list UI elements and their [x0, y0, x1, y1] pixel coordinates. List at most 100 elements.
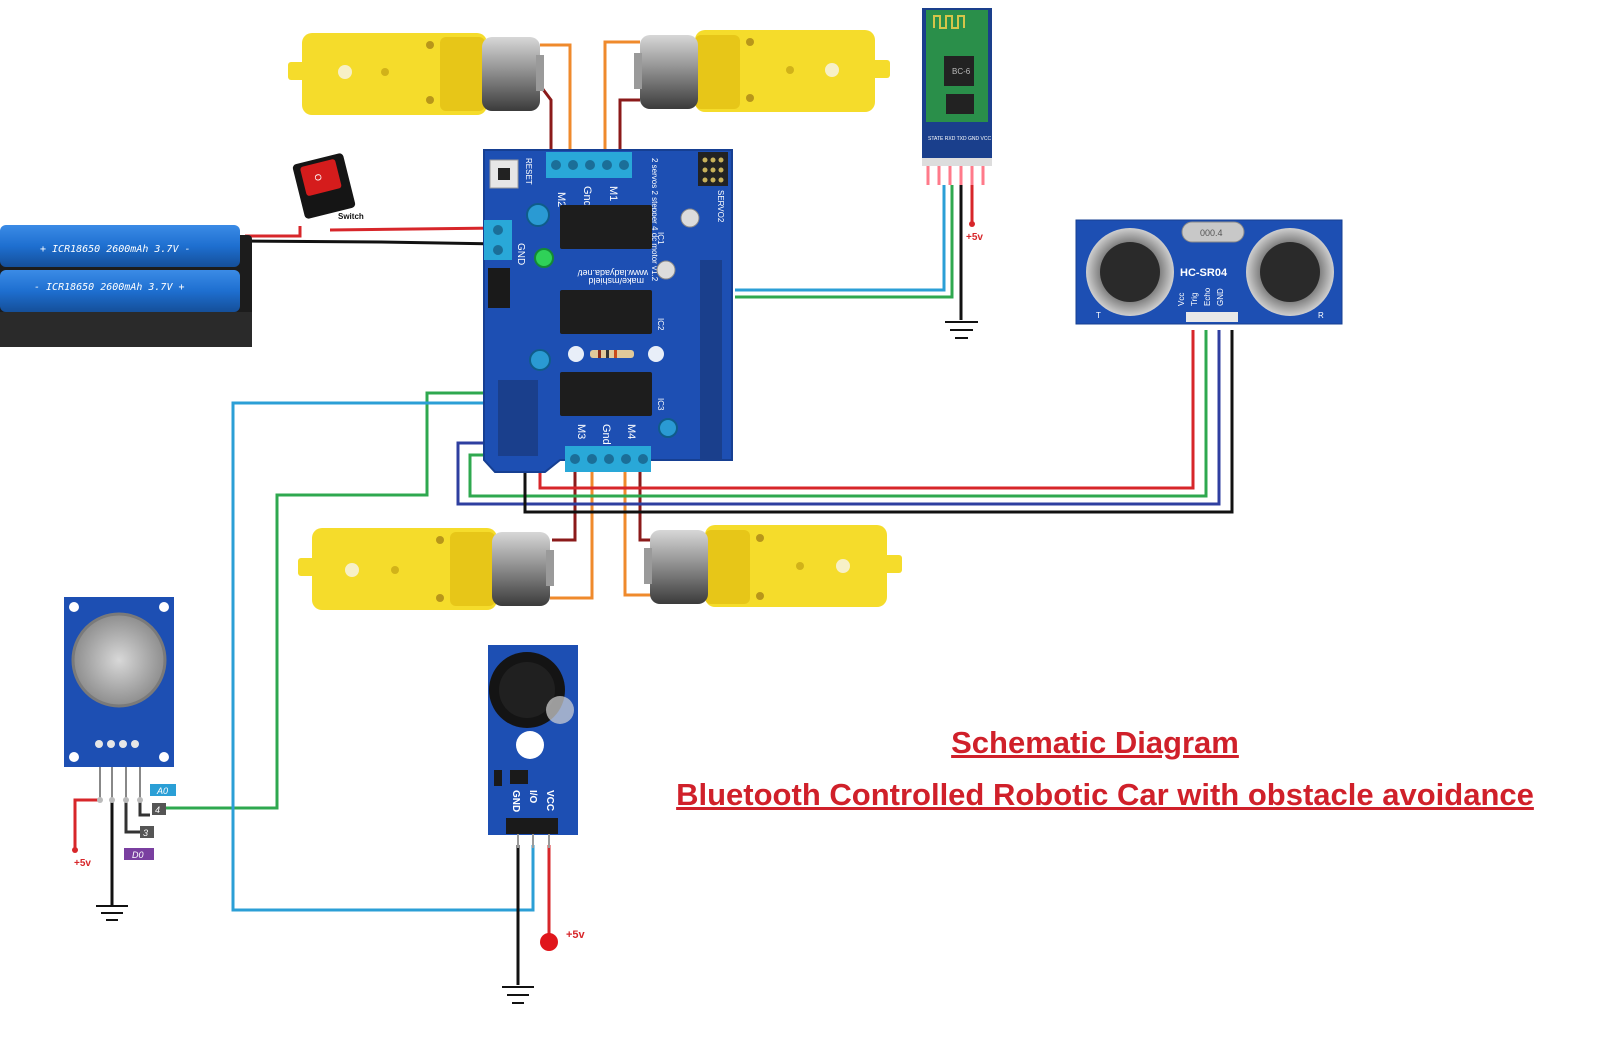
- us-pin-trig: Trig: [1190, 293, 1199, 306]
- switch-label: Switch: [338, 212, 364, 221]
- gas-vcc-label: +5v: [74, 858, 91, 869]
- diagram-title: Schematic Diagram: [951, 725, 1239, 760]
- svg-text:O: O: [313, 173, 324, 182]
- ic-1: [560, 205, 652, 249]
- buzzer-vcc-dot: [540, 933, 558, 951]
- buzzer-pin-gnd: GND: [510, 790, 521, 812]
- gas-pin-4-badge: [152, 803, 166, 815]
- ic3-label: IC3: [656, 398, 665, 411]
- motor-bottom-right: [644, 525, 902, 607]
- diagram-subtitle: Bluetooth Controlled Robotic Car with ob…: [676, 777, 1534, 812]
- header-right: [700, 260, 722, 460]
- terminal-top-m1: M1: [607, 186, 619, 201]
- us-pin-gnd: GND: [1216, 288, 1225, 306]
- servo-label: SERVO2: [716, 190, 725, 223]
- shield-url-2: make/mshield: [588, 276, 644, 286]
- wire-motor-tr-darkred: [618, 98, 640, 160]
- us-crystal-label: 000.4: [1200, 228, 1223, 238]
- power-terminal-label: GND: [515, 243, 526, 265]
- header-left-analog: [498, 380, 538, 456]
- power-led: [534, 248, 554, 268]
- ground-symbol-buzzer: [502, 986, 534, 1004]
- motor-top-right: [634, 30, 890, 112]
- wire-us-trig: [468, 330, 1208, 498]
- ic-3: [560, 372, 652, 416]
- us-model-label: HC-SR04: [1180, 267, 1228, 279]
- bt-pins-label: STATE RXD TXD GND VCC EN: [928, 136, 1000, 142]
- ground-symbol-bt: [945, 321, 978, 339]
- gas-vcc-dot: [72, 847, 78, 853]
- wire-us-echo: [456, 330, 1221, 506]
- ultrasonic-sensor: 000.4 HC-SR04 Vcc Trig Echo GND T R: [1075, 219, 1343, 325]
- wire-bt-cyan: [735, 185, 946, 292]
- motor-top-left: [288, 33, 544, 115]
- battery-label-bottom: - ICR18650 2600mAh 3.7V +: [34, 282, 185, 293]
- battery-label-top: + ICR18650 2600mAh 3.7V -: [40, 244, 191, 255]
- gas-pin-a0: A0: [156, 786, 168, 796]
- buzzer-vcc-label: +5v: [566, 929, 586, 941]
- ic1-label: IC1: [656, 232, 665, 245]
- us-pin-echo: Echo: [1203, 287, 1212, 306]
- wire-motor-tr-orange: [603, 40, 640, 160]
- wire-battery-black: [244, 239, 501, 246]
- wire-us-gnd: [523, 330, 1234, 514]
- capacitor-3: [656, 260, 676, 280]
- battery-pack: + ICR18650 2600mAh 3.7V - - ICR18650 260…: [0, 225, 252, 347]
- wire-buzzer-io: [231, 401, 535, 912]
- motor-bottom-left: [298, 528, 554, 610]
- gas-pin-3: 3: [143, 828, 148, 838]
- gas-pin-d0: D0: [132, 850, 144, 860]
- buzzer-pin-io: I/O: [527, 790, 538, 804]
- battery-cell-top: [0, 225, 240, 267]
- terminal-bottom-m4: M4: [625, 424, 637, 439]
- ic2-label: IC2: [656, 318, 665, 331]
- logo-flower-2: [648, 346, 664, 362]
- ground-symbol-gas: [96, 905, 128, 921]
- gas-sensor: Pinout A0 4 3 D0 +5v: [54, 561, 176, 869]
- gas-pin-d0-badge: [124, 848, 154, 860]
- gas-pin-4: 4: [155, 805, 160, 815]
- wire-gas-3: [138, 800, 150, 817]
- us-side-r: R: [1318, 311, 1324, 320]
- wire-gas-a0: [160, 391, 495, 810]
- us-crystal: [1181, 221, 1245, 243]
- ic-2: [560, 290, 652, 334]
- wire-us-vcc: [538, 330, 1195, 490]
- reset-label: RESET: [524, 158, 533, 185]
- bt-vcc-dot: [969, 221, 975, 227]
- capacitor-4: [529, 349, 551, 371]
- servo-header: [698, 152, 728, 186]
- terminal-top-gnd: Gnd: [581, 186, 593, 207]
- buzzer-transistor: [510, 770, 528, 784]
- capacitor-5: [658, 418, 678, 438]
- gas-sensor-mesh: [71, 612, 167, 708]
- capacitor-1: [526, 203, 550, 227]
- motor-shield: M2 Gnd M1 RESET SERVO2 2 servos 2 steppe…: [483, 149, 733, 473]
- us-side-t: T: [1096, 311, 1101, 320]
- wire-bt-green: [735, 185, 954, 299]
- header-left-power: [488, 268, 510, 308]
- bt-vcc-label: +5v: [966, 232, 983, 243]
- gas-pin-a0-badge: [150, 784, 176, 796]
- shield-url-1: www.ladyada.net/: [577, 268, 649, 278]
- bt-pins: [926, 166, 985, 185]
- terminal-bottom-gnd: Gnd: [600, 424, 612, 445]
- terminal-top-m2: M2: [555, 192, 567, 207]
- wire-switch-red: [329, 226, 501, 232]
- us-pin-vcc: Vcc: [1177, 293, 1186, 306]
- logo-flower-1: [568, 346, 584, 362]
- wire-motor-bl-darkred: [552, 470, 577, 542]
- bluetooth-module: BC-6 STATE RXD TXD GND VCC EN +5v: [922, 8, 1000, 243]
- servo-text: 2 servos 2 stepper 4 dc motor v1.2: [650, 158, 659, 282]
- resistor-r2: [590, 350, 634, 358]
- wire-gas-d0: [124, 800, 145, 834]
- buzzer-pin-vcc: VCC: [544, 790, 555, 811]
- wire-gas-vcc: [73, 798, 100, 850]
- capacitor-2: [680, 208, 700, 228]
- wires: [73, 40, 1234, 985]
- wire-battery-red: [245, 226, 302, 238]
- buzzer-mount-hole: [516, 731, 544, 759]
- gas-pin-3-badge: [140, 826, 154, 838]
- battery-cell-bottom: [0, 270, 240, 312]
